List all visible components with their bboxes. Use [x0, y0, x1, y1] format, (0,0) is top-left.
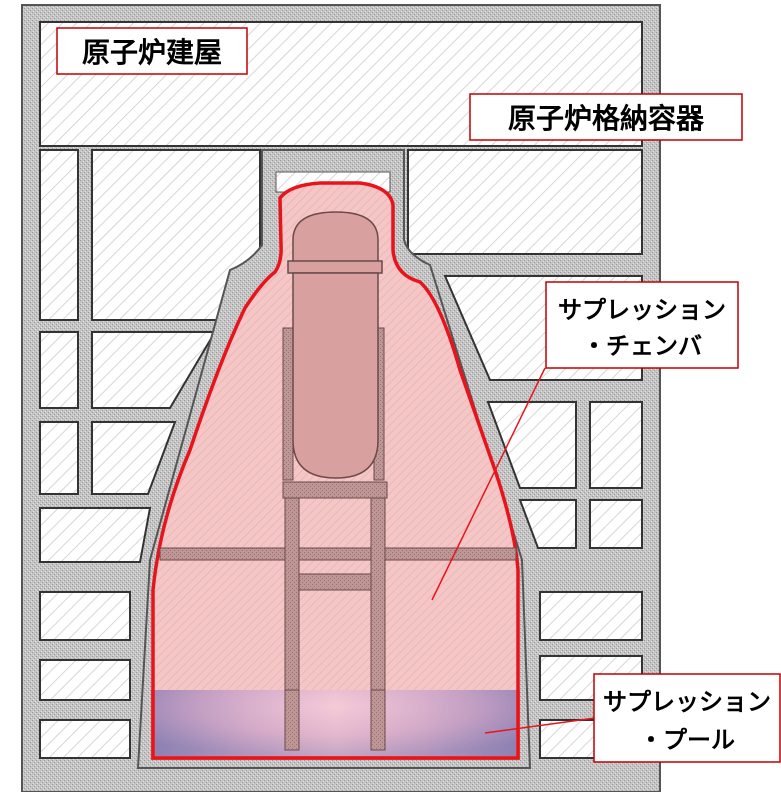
label-containment-vessel-text: 原子炉格納容器: [508, 102, 705, 135]
left-rooms: [39, 149, 261, 759]
label-suppression-chamber-line2: ・チェンバ: [582, 332, 702, 360]
pool-leader-line: [484, 717, 596, 734]
pedestal-leg-right-lower: [370, 689, 386, 751]
label-containment-vessel: 原子炉格納容器: [469, 93, 743, 141]
containment-bottom-outline: [151, 690, 520, 760]
reactor-pressure-vessel: [287, 211, 383, 479]
label-suppression-chamber: サプレッション ・チェンバ: [545, 281, 739, 369]
label-reactor-building-text: 原子炉建屋: [82, 36, 222, 69]
label-suppression-pool-line2: ・プール: [639, 726, 735, 754]
label-reactor-building: 原子炉建屋: [56, 27, 248, 75]
pedestal-structure: [282, 327, 388, 751]
label-suppression-chamber-line1: サプレッション: [558, 296, 726, 324]
chamber-leader-line: [431, 367, 546, 601]
label-suppression-pool-line1: サプレッション: [603, 688, 771, 716]
label-suppression-pool: サプレッション ・プール: [593, 673, 781, 763]
floor-beam: [159, 547, 517, 561]
pedestal-leg-left-lower: [284, 689, 300, 751]
suppression-pool-water-glow: [155, 690, 516, 756]
